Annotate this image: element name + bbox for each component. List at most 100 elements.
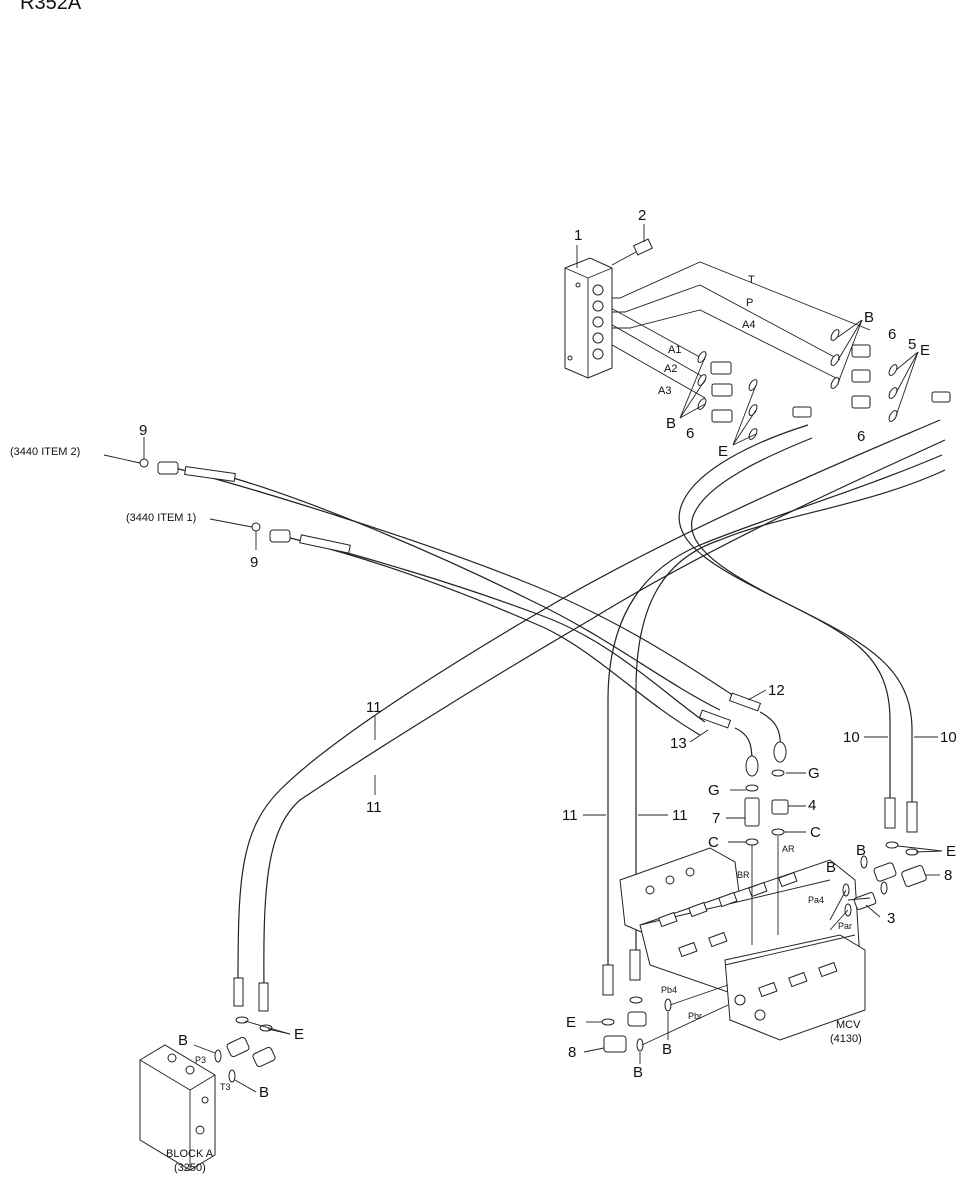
label-G-right: G — [808, 765, 820, 782]
port-Par: Par — [838, 921, 852, 931]
hose-11a — [237, 419, 941, 986]
label-item-3: 3 — [887, 910, 895, 927]
label-item-12: 12 — [768, 682, 785, 699]
port-BR: BR — [737, 870, 750, 880]
hose-12 — [174, 467, 741, 701]
label-G-left: G — [708, 782, 720, 799]
hose-13 — [289, 537, 706, 723]
label-C-left: C — [708, 834, 719, 851]
line-A1 — [599, 301, 706, 361]
label-item-10-right: 10 — [940, 729, 957, 746]
label-B-left: B — [666, 415, 676, 432]
end-11c — [602, 964, 614, 996]
label-B-top: B — [864, 309, 874, 326]
label-item-6-top: 6 — [888, 326, 896, 343]
block-a-ref: (3250) — [174, 1162, 206, 1174]
label-item-11-a: 11 — [366, 699, 382, 716]
label-B-mcv-c: B — [662, 1041, 672, 1058]
label-E-mcv-left: E — [566, 1014, 576, 1031]
item-4-fitting — [771, 799, 789, 815]
item-8-fitting-r — [901, 865, 927, 887]
line-P — [605, 284, 841, 361]
hose-13b — [314, 544, 701, 736]
end-13 — [745, 755, 759, 777]
end-11a — [233, 977, 244, 1007]
line-A2 — [599, 317, 706, 379]
port-Pbr: Pbr — [688, 1011, 702, 1021]
label-B-block-a: B — [178, 1032, 188, 1049]
model-number: R352A — [20, 0, 82, 14]
block-a — [139, 1016, 291, 1171]
port-A1: A1 — [668, 344, 681, 356]
sleeve-13 — [698, 709, 732, 729]
ref-3440-item-1: (3440 ITEM 1) — [126, 512, 196, 524]
end-11d — [629, 949, 641, 981]
hose-10b — [691, 437, 913, 805]
line-A3 — [599, 337, 706, 399]
label-item-5: 5 — [908, 336, 916, 353]
label-item-8-right: 8 — [944, 867, 952, 884]
label-item-6-right: 6 — [857, 428, 865, 445]
label-item-9-top: 9 — [139, 422, 147, 439]
port-P3: P3 — [195, 1055, 206, 1065]
sleeve-9b — [299, 534, 351, 554]
hose-11c — [607, 454, 943, 970]
sleeve-9a — [184, 465, 236, 483]
label-B-mcv-d: B — [633, 1064, 643, 1081]
rcv-valve — [564, 245, 613, 379]
mcv-ref: (4130) — [830, 1033, 862, 1045]
label-item-2: 2 — [638, 207, 646, 224]
port-A2: A2 — [664, 363, 677, 375]
port-Pa4: Pa4 — [808, 895, 824, 905]
end-10a — [884, 797, 896, 829]
port-P: P — [746, 297, 753, 309]
label-item-11-c: 11 — [562, 807, 578, 824]
label-item-11-d: 11 — [672, 807, 688, 824]
mcv-label: MCV — [836, 1019, 861, 1031]
sleeve-12 — [728, 692, 762, 712]
item-8-fitting-l — [603, 1035, 627, 1053]
port-T: T — [748, 274, 755, 286]
label-E-mcv: E — [946, 843, 956, 860]
label-E-left: E — [718, 443, 728, 460]
label-E-block: E — [294, 1026, 304, 1043]
mcv-fittings — [601, 769, 927, 1053]
label-item-8-left: 8 — [568, 1044, 576, 1061]
hose-11b — [263, 439, 946, 991]
item-3-fitting — [853, 892, 877, 910]
label-E-top: E — [920, 342, 930, 359]
connectors-top — [710, 344, 951, 423]
end-10b — [906, 801, 918, 833]
hose-12b — [214, 472, 721, 711]
o-rings-top — [697, 329, 898, 440]
label-B-block-b: B — [259, 1084, 269, 1101]
leaders-top — [679, 319, 919, 446]
label-item-10-left: 10 — [843, 729, 860, 746]
label-item-11-b: 11 — [366, 799, 382, 816]
hose-11d — [635, 469, 946, 955]
labels: 1 2 3 4 5 6 6 6 7 8 8 9 9 10 10 11 11 11… — [10, 207, 957, 1174]
port-AR: AR — [782, 844, 795, 854]
item-9-fitting-b — [269, 529, 291, 543]
item-9-ring-a — [139, 458, 149, 468]
block-a-label: BLOCK A — [166, 1148, 214, 1160]
label-item-13: 13 — [670, 735, 687, 752]
port-T3: T3 — [220, 1082, 231, 1092]
port-A4: A4 — [742, 319, 755, 331]
label-C-right: C — [810, 824, 821, 841]
label-item-1: 1 — [574, 227, 582, 244]
port-A3: A3 — [658, 385, 671, 397]
line-A4 — [610, 309, 841, 381]
port-Pb4: Pb4 — [661, 985, 677, 995]
line-T — [600, 261, 871, 331]
item-9-fitting-a — [157, 461, 179, 475]
label-B-mcv-a: B — [826, 859, 836, 876]
label-item-7: 7 — [712, 810, 720, 827]
hose-10a — [678, 424, 891, 800]
end-12 — [773, 741, 787, 763]
mcv-valve — [619, 847, 866, 1041]
hoses — [174, 261, 946, 1012]
end-11b — [258, 982, 269, 1012]
fitting-2 — [611, 224, 654, 266]
